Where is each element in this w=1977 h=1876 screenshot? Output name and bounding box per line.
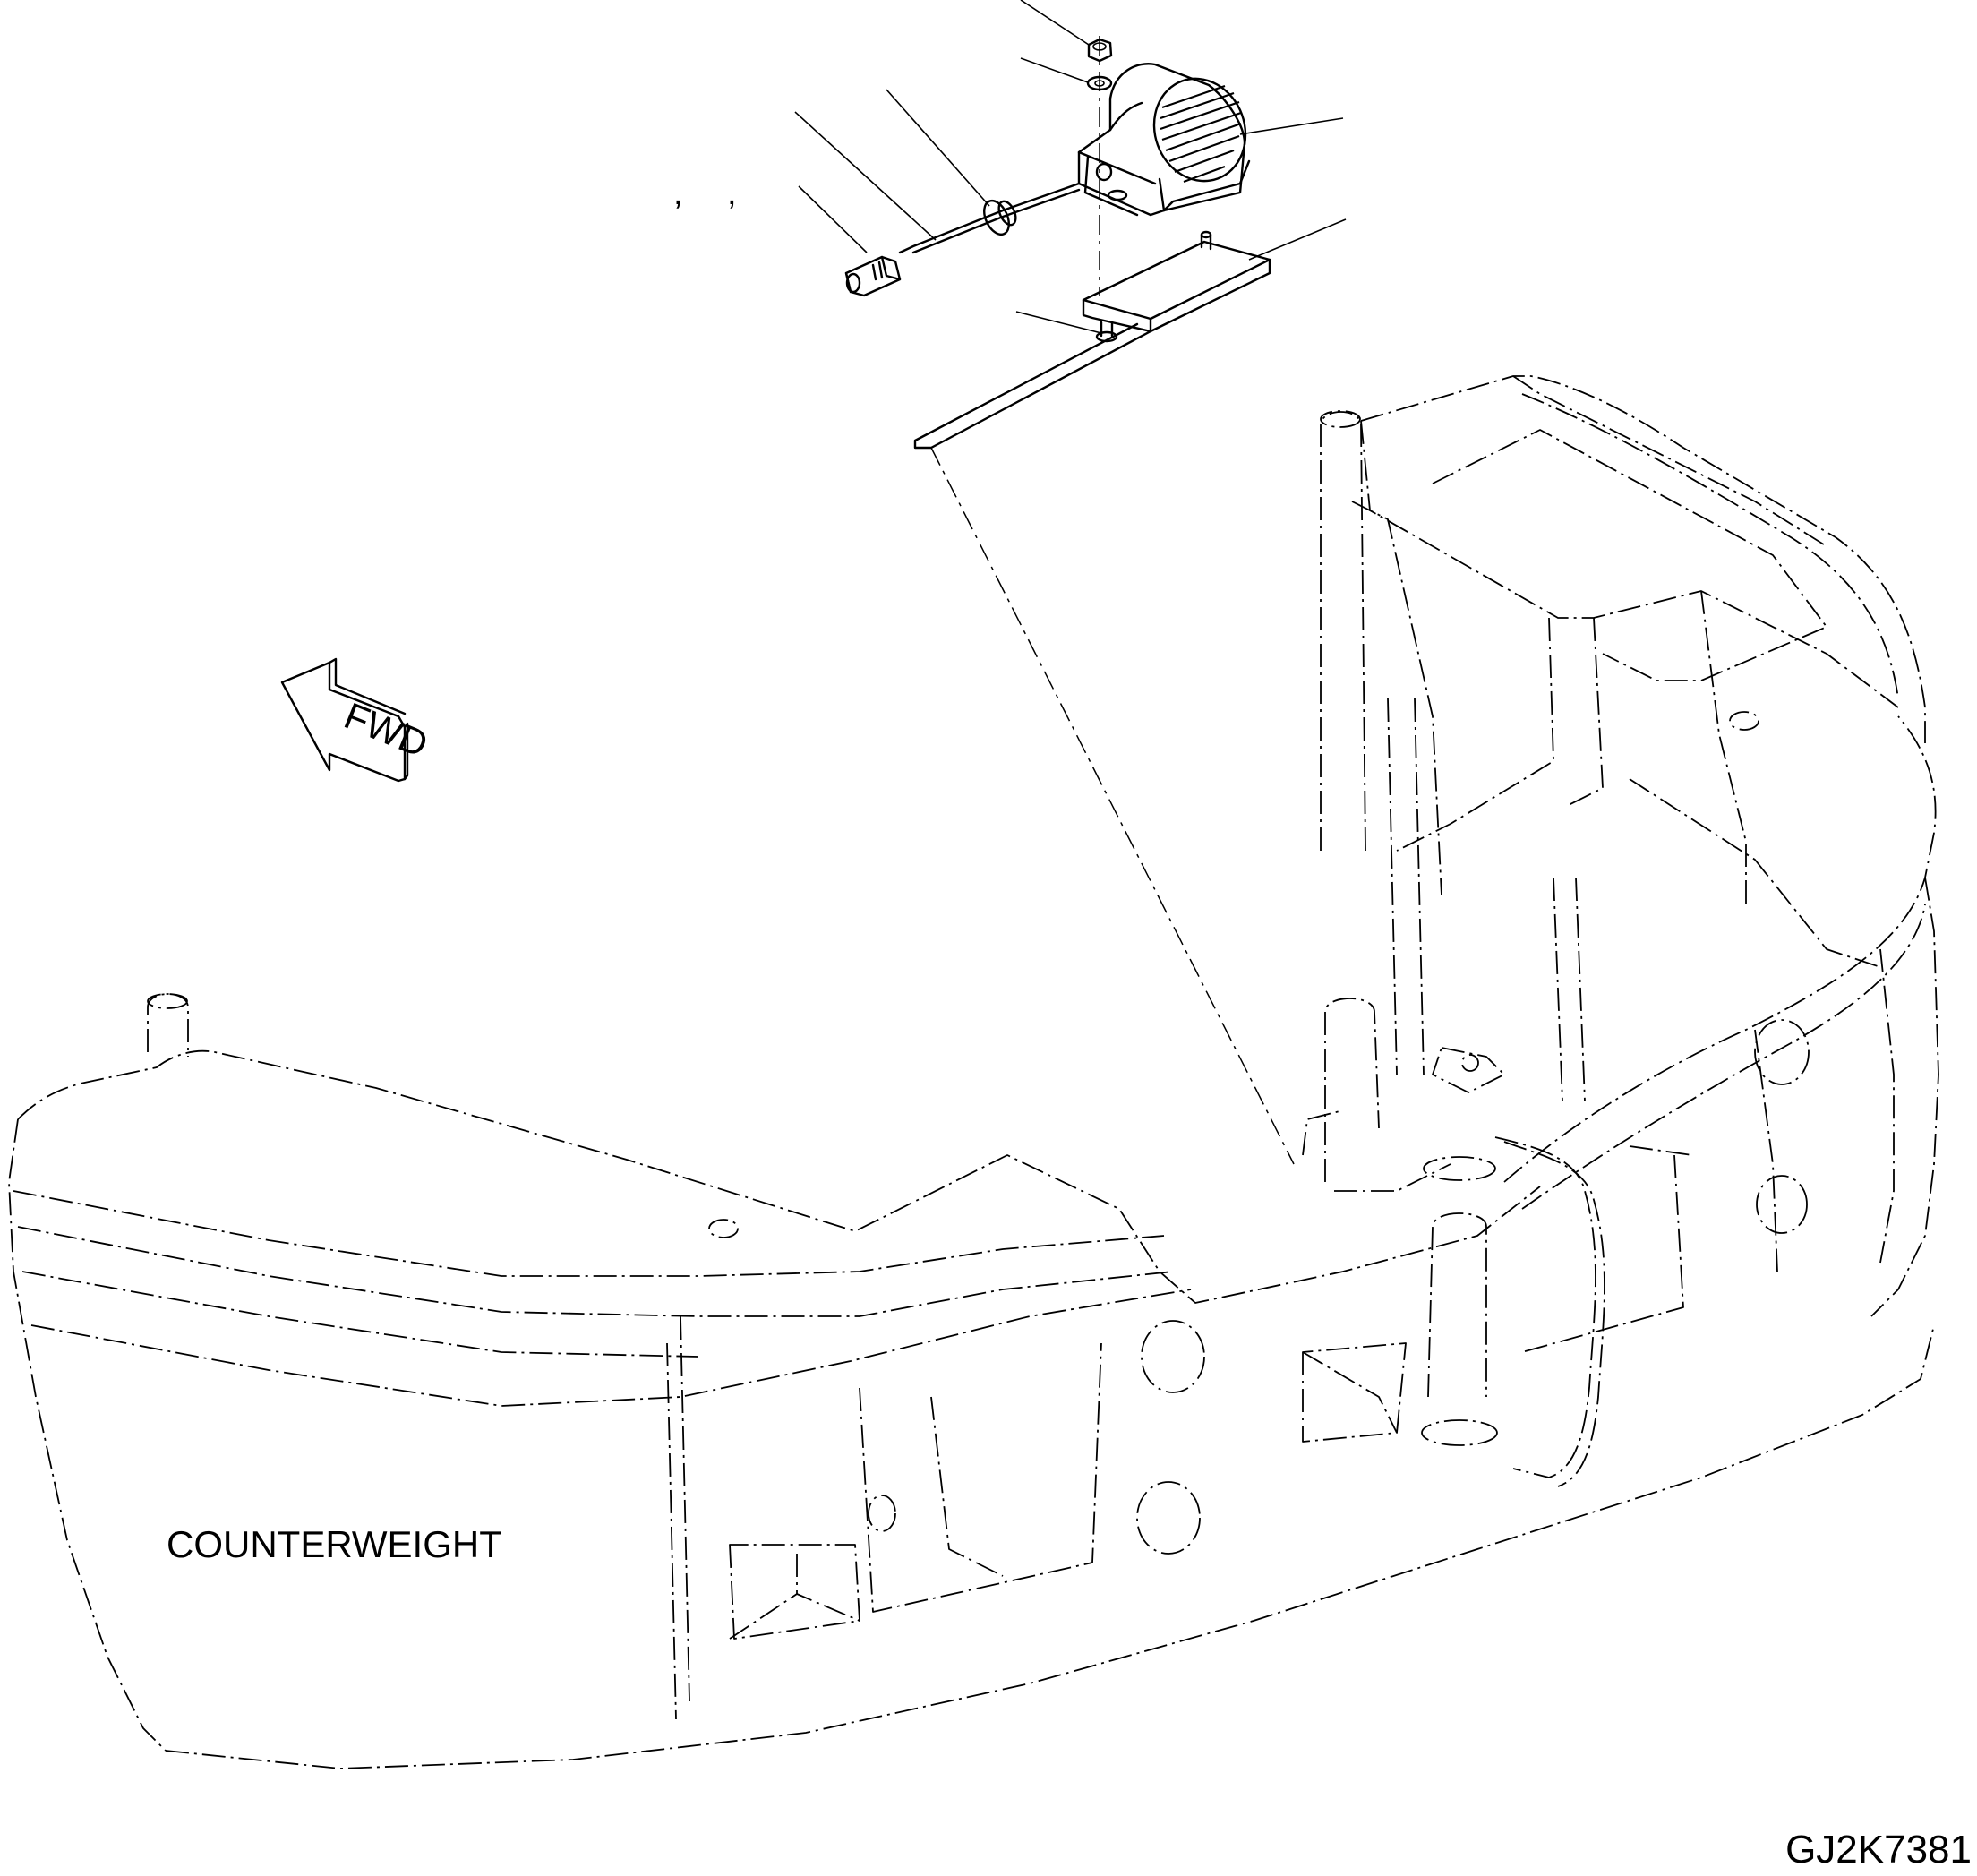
separator-mark-1: , [673, 175, 683, 212]
backup-alarm [1077, 63, 1251, 217]
wire-harness [844, 182, 1081, 297]
counterweight-outline [8, 375, 1939, 1769]
mounting-bracket [913, 230, 1271, 450]
install-line [930, 447, 1295, 1165]
counterweight-label: COUNTERWEIGHT [167, 1523, 502, 1565]
leader-lines [794, 0, 1347, 334]
bracket-bolt [1095, 321, 1118, 343]
speaker-grille [1160, 84, 1242, 184]
fwd-direction-arrow: FWD [280, 657, 433, 783]
separator-mark-2: , [727, 175, 737, 212]
drawing-number: GJ2K7381 [1785, 1828, 1972, 1872]
